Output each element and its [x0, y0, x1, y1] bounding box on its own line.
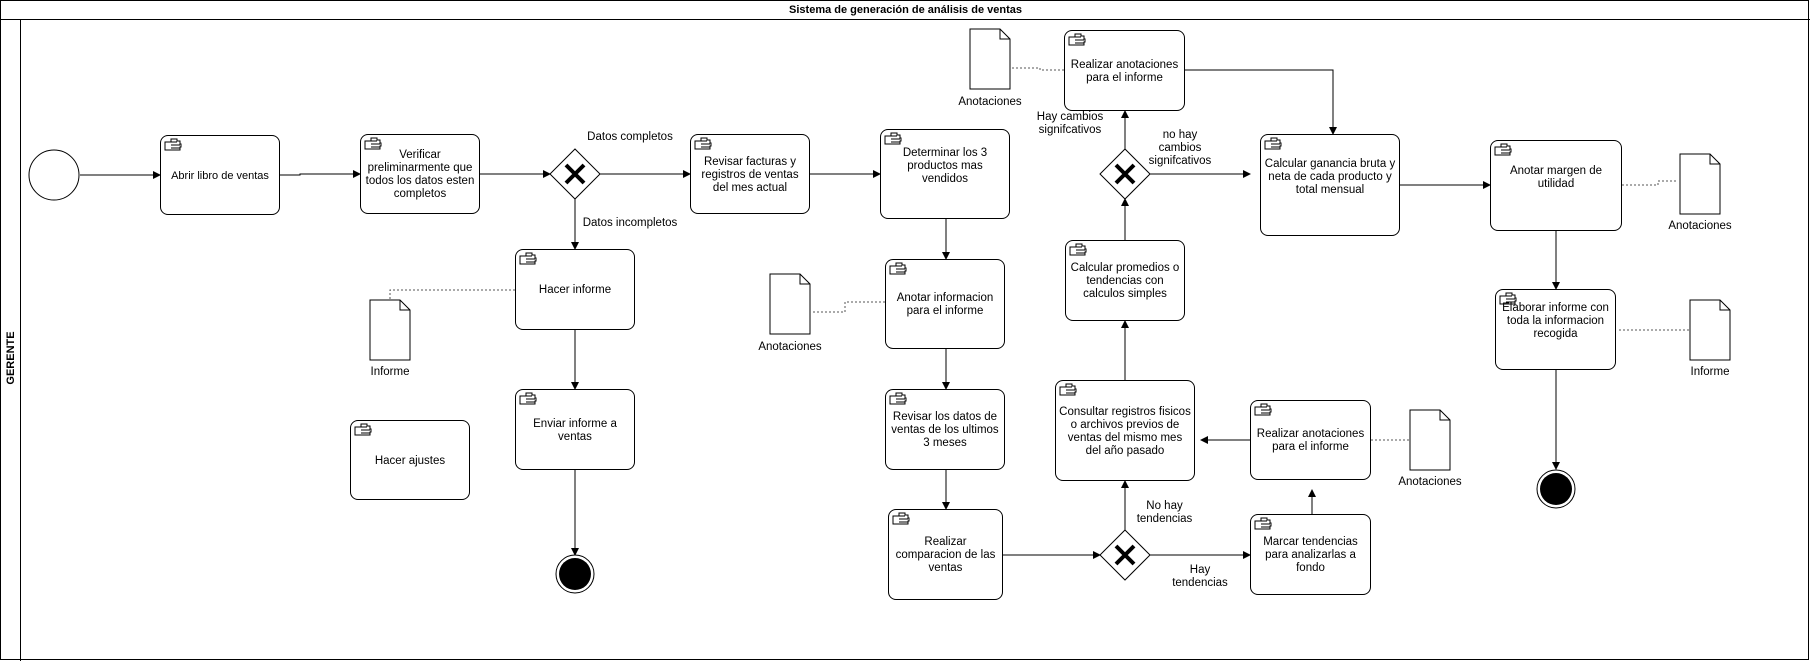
- task-label: Realizar comparacion de las ventas: [895, 536, 996, 574]
- task-calcular-ganancia[interactable]: Calcular ganancia bruta y neta de cada p…: [1260, 134, 1400, 236]
- lane-header: GERENTE: [1, 20, 21, 661]
- manual-task-icon: [1264, 137, 1282, 150]
- task-label: Elaborar informe con toda la informacion…: [1502, 302, 1609, 340]
- manual-task-icon: [1254, 517, 1272, 530]
- document-label: Anotaciones: [958, 96, 1022, 108]
- task-realizar-anotaciones-top[interactable]: Realizar anotaciones para el informe: [1064, 30, 1185, 111]
- edge-label-no-hay-cambios: no hay cambios signifcativos: [1148, 129, 1212, 167]
- edge-label-hay-tendencias: Hay tendencias: [1172, 564, 1228, 589]
- manual-task-icon: [519, 252, 537, 265]
- task-revisar-facturas[interactable]: Revisar facturas y registros de ventas d…: [690, 134, 810, 214]
- task-label: Calcular promedios o tendencias con calc…: [1070, 262, 1180, 300]
- manual-task-icon: [884, 132, 902, 145]
- document-label: Anotaciones: [1668, 220, 1732, 232]
- assoc-realizaranottop-anotaciones: [1012, 67, 1064, 71]
- manual-task-icon: [364, 137, 382, 150]
- document-icon: [369, 28, 1731, 471]
- edge-label-hay-cambios: Hay cambios signifcativos: [1036, 111, 1104, 136]
- manual-task-icon: [354, 423, 372, 436]
- assoc-anotarmargen-anotaciones: [1622, 180, 1678, 186]
- task-calcular-promedios[interactable]: Calcular promedios o tendencias con calc…: [1065, 240, 1185, 321]
- start-event[interactable]: [28, 149, 80, 201]
- task-label: Marcar tendencias para analizarlas a fon…: [1263, 536, 1358, 574]
- task-label: Revisar facturas y registros de ventas d…: [701, 155, 799, 194]
- manual-task-icon: [694, 137, 712, 150]
- pool-title: Sistema de generación de análisis de ven…: [1, 1, 1810, 20]
- manual-task-icon: [164, 138, 182, 151]
- assoc-anotar-anotaciones: [812, 301, 885, 313]
- manual-task-icon: [1068, 33, 1086, 46]
- task-realizar-anotaciones-bottom[interactable]: Realizar anotaciones para el informe: [1250, 400, 1371, 480]
- task-anotar-margen[interactable]: Anotar margen de utilidad: [1490, 140, 1622, 231]
- task-label: Anotar informacion para el informe: [896, 292, 994, 317]
- task-anotar-informacion[interactable]: Anotar informacion para el informe: [885, 259, 1005, 349]
- flow-realizaranottop-calcularganancia: [1185, 69, 1337, 135]
- task-label: Calcular ganancia bruta y neta de cada p…: [1264, 157, 1396, 196]
- end-event-1-fill: [559, 558, 591, 590]
- task-label: Hacer ajustes: [374, 454, 446, 467]
- task-label: Enviar informe a ventas: [533, 417, 617, 443]
- flow-abrir-verificar: [279, 170, 361, 178]
- task-label: Anotar margen de utilidad: [1509, 164, 1603, 190]
- task-verificar[interactable]: Verificar preliminarmente que todos los …: [360, 134, 480, 214]
- manual-task-icon: [1499, 292, 1517, 305]
- document-label: Informe: [370, 366, 410, 378]
- task-hacer-ajustes[interactable]: Hacer ajustes: [350, 420, 470, 500]
- task-enviar-informe[interactable]: Enviar informe a ventas: [515, 389, 635, 470]
- manual-task-icon: [892, 512, 910, 525]
- task-elaborar-informe[interactable]: Elaborar informe con toda la informacion…: [1495, 289, 1616, 370]
- task-revisar-datos[interactable]: Revisar los datos de ventas de los ultim…: [885, 389, 1005, 470]
- manual-task-icon: [889, 262, 907, 275]
- task-label: Verificar preliminarmente que todos los …: [365, 149, 475, 200]
- task-consultar[interactable]: Consultar registros fisicos o archivos p…: [1055, 380, 1195, 481]
- task-determinar[interactable]: Determinar los 3 productos mas vendidos: [880, 129, 1010, 219]
- document-label: Informe: [1690, 366, 1730, 378]
- task-comparacion[interactable]: Realizar comparacion de las ventas: [888, 509, 1003, 600]
- gateway-datos[interactable]: [549, 148, 601, 200]
- edge-label-datos-incompletos: Datos incompletos: [582, 217, 678, 229]
- document-label: Anotaciones: [1398, 476, 1462, 488]
- end-event-2-fill: [1540, 473, 1572, 505]
- task-label: Realizar anotaciones para el informe: [1070, 58, 1179, 84]
- manual-task-icon: [1059, 383, 1077, 396]
- task-label: Consultar registros fisicos o archivos p…: [1059, 405, 1191, 457]
- task-hacer-informe[interactable]: Hacer informe: [515, 249, 635, 330]
- task-label: Determinar los 3 productos mas vendidos: [902, 146, 988, 185]
- manual-task-icon: [519, 392, 537, 405]
- task-label: Revisar los datos de ventas de los ultim…: [891, 411, 999, 449]
- edge-label-datos-completos: Datos completos: [587, 131, 673, 143]
- manual-task-icon: [1254, 403, 1272, 416]
- document-label: Anotaciones: [758, 341, 822, 353]
- manual-task-icon: [1494, 143, 1512, 156]
- assoc-hacerinforme-informe: [389, 289, 515, 300]
- task-label: Realizar anotaciones para el informe: [1256, 428, 1365, 453]
- gateway-cambios[interactable]: [1099, 148, 1151, 200]
- manual-task-icon: [889, 392, 907, 405]
- task-abrir-libro[interactable]: Abrir libro de ventas: [160, 135, 280, 215]
- task-label: Abrir libro de ventas: [171, 169, 269, 182]
- edge-label-no-hay-tendencias: No hay tendencias: [1136, 500, 1193, 525]
- task-label: Hacer informe: [538, 284, 612, 296]
- task-marcar-tendencias[interactable]: Marcar tendencias para analizarlas a fon…: [1250, 514, 1371, 595]
- gateway-tendencias[interactable]: [1099, 529, 1151, 581]
- manual-task-icon: [1069, 243, 1087, 256]
